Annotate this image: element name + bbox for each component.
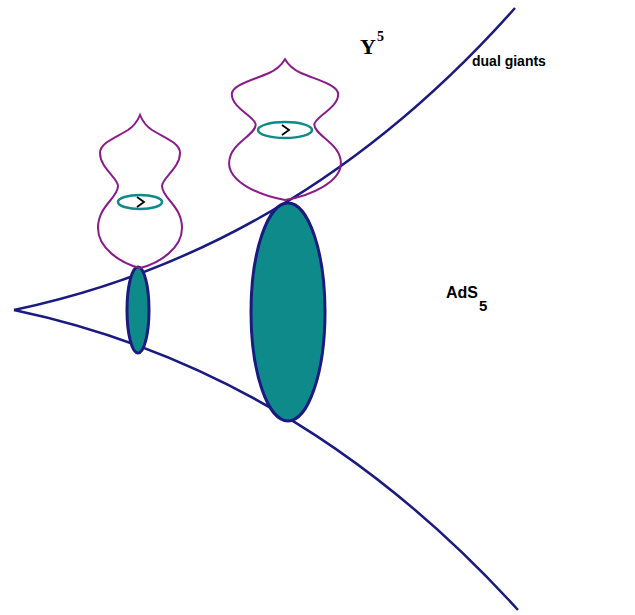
rotation-arrow bbox=[282, 125, 289, 135]
rotation-loop bbox=[118, 195, 162, 209]
small-giant-disc bbox=[127, 267, 149, 353]
space-label: Y bbox=[360, 36, 376, 58]
space-label: AdS bbox=[446, 285, 478, 301]
internal-space-section bbox=[229, 59, 341, 200]
large-giant-disc bbox=[251, 203, 325, 421]
internal-space-section bbox=[98, 115, 182, 268]
superscript-label: 5 bbox=[377, 30, 384, 44]
rotation-arrow bbox=[137, 197, 144, 207]
subscript-label: 5 bbox=[479, 298, 487, 313]
rotation-loop bbox=[258, 122, 312, 138]
dual-giants-label: dual giants bbox=[472, 54, 546, 68]
